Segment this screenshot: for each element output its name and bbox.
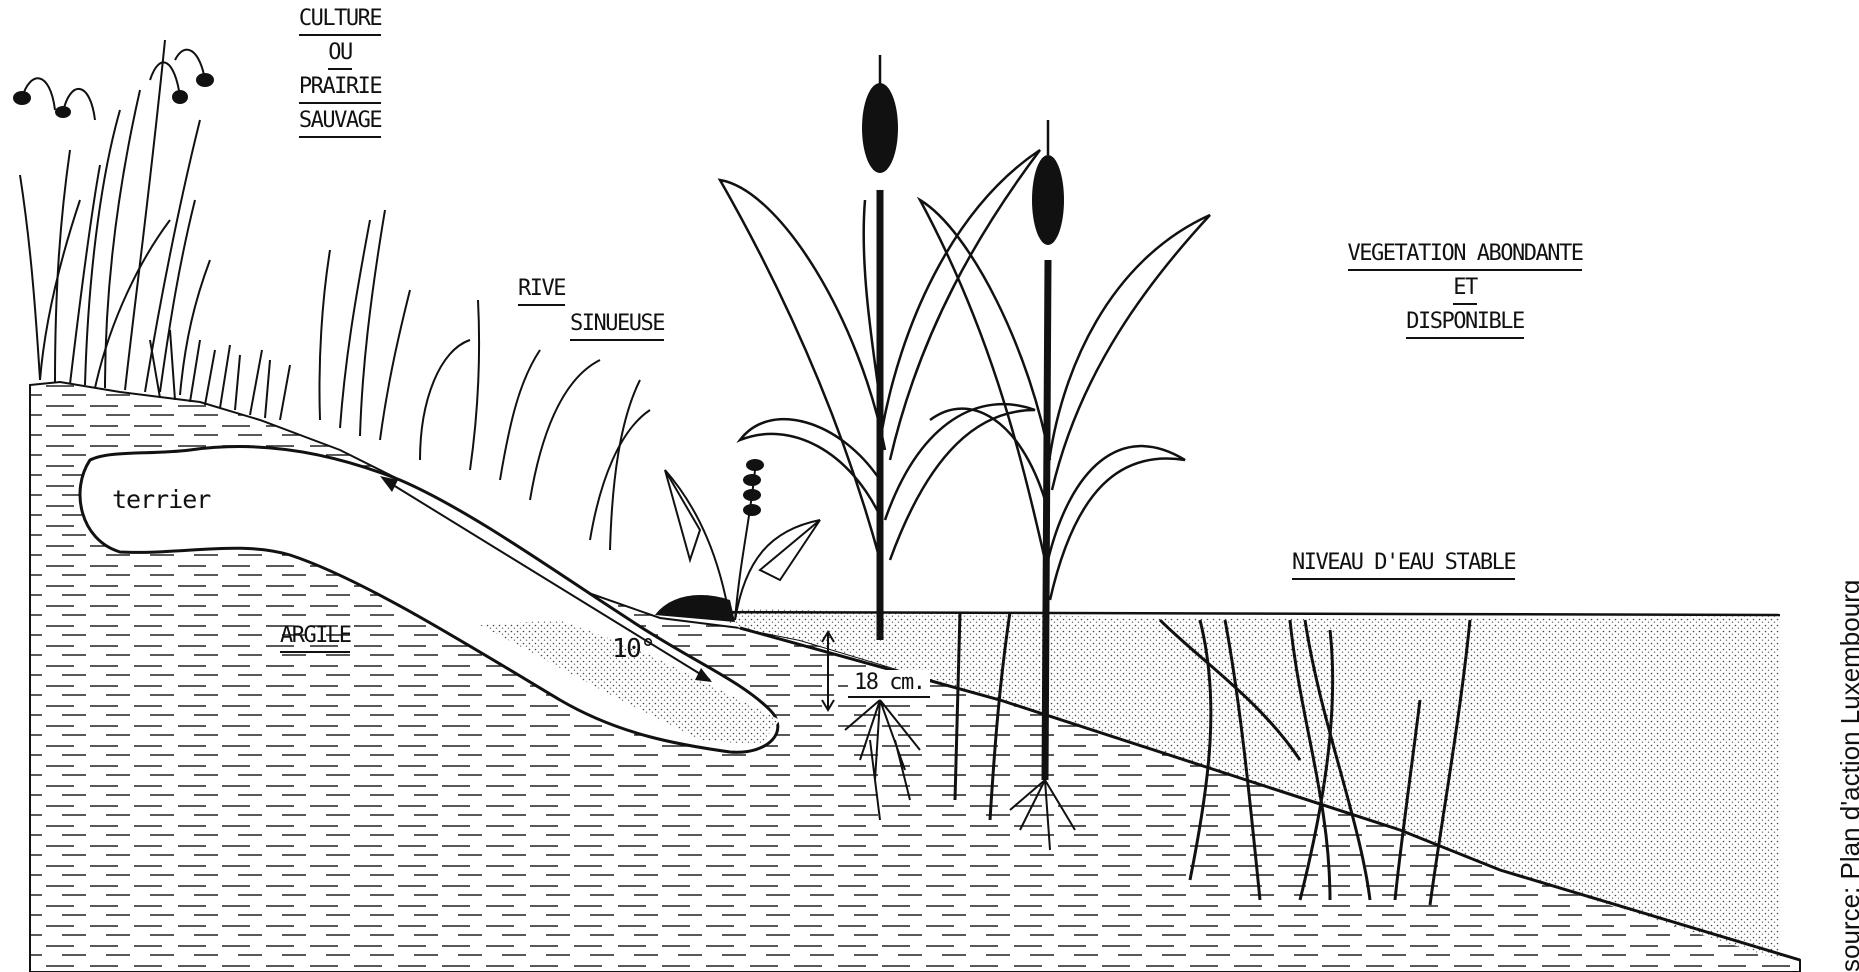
angle-label: 10° xyxy=(612,636,654,662)
source-credit: source: Plan d'action Luxembourg xyxy=(1835,580,1859,972)
culture-line-2: OU xyxy=(328,42,352,70)
vegetation-line-2: ET xyxy=(1453,277,1477,305)
vegetation-line-3: DISPONIBLE xyxy=(1406,311,1523,339)
cattail-head-right xyxy=(1032,155,1064,245)
culture-line-4: SAUVAGE xyxy=(299,110,381,138)
burrow-label: terrier xyxy=(112,487,210,512)
culture-line-3: PRAIRIE xyxy=(299,76,381,104)
clay-label: ARGILE xyxy=(280,625,350,653)
culture-label: CULTURE OU PRAIRIE SAUVAGE xyxy=(280,8,400,138)
culture-line-1: CULTURE xyxy=(299,8,381,36)
water-level-label: NIVEAU D'EAU STABLE xyxy=(1292,552,1515,580)
depth-label: 18 cm. xyxy=(848,670,930,698)
cattail-head-left xyxy=(862,83,898,173)
rive-label: RIVE xyxy=(518,278,565,306)
bell-flower-stems xyxy=(22,50,205,120)
vegetation-line-1: VEGETATION ABONDANTE xyxy=(1348,243,1583,271)
sinueuse-label: SINUEUSE xyxy=(570,313,664,341)
vegetation-label: VEGETATION ABONDANTE ET DISPONIBLE xyxy=(1290,243,1640,339)
